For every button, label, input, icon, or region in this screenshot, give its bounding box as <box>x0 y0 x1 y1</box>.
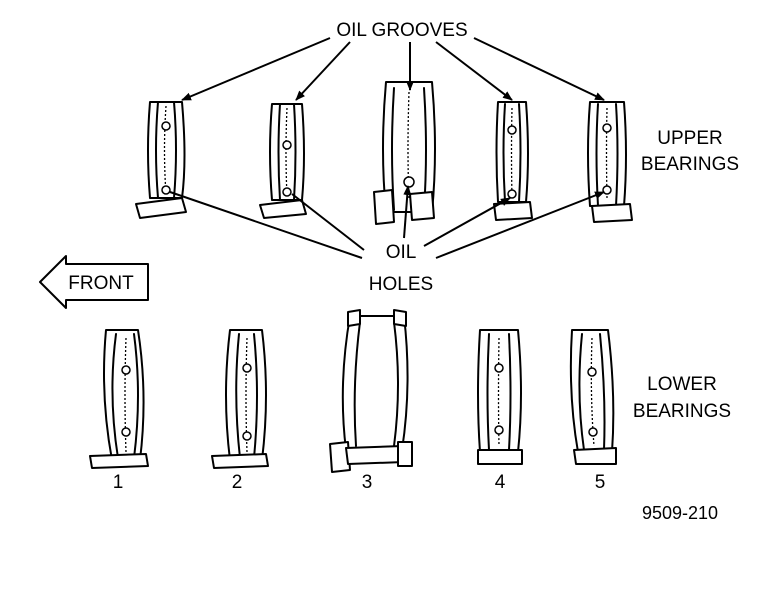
upper-label-line1: UPPER <box>657 128 722 149</box>
bearing-number-1: 1 <box>113 472 124 493</box>
upper-bearing-4 <box>493 101 533 221</box>
lower-bearing-1 <box>89 329 149 469</box>
lower-bearing-5 <box>569 329 617 465</box>
lower-bearing-4 <box>477 329 523 465</box>
holes-label: HOLES <box>369 274 433 295</box>
lower-bearing-3 <box>329 309 413 473</box>
bearing-number-5: 5 <box>595 472 606 493</box>
bearing-number-3: 3 <box>362 472 373 493</box>
upper-bearing-3 <box>373 81 436 225</box>
oil-grooves-label: OIL GROOVES <box>336 20 467 41</box>
figure-code: 9509-210 <box>642 503 718 523</box>
bearing-number-2: 2 <box>232 472 243 493</box>
upper-bearing-1 <box>135 101 187 219</box>
front-arrow <box>39 255 149 309</box>
oil-label: OIL <box>386 242 417 263</box>
bearing-number-4: 4 <box>495 472 506 493</box>
lower-bearing-2 <box>211 329 269 469</box>
oil-holes-leaders <box>169 185 605 259</box>
lower-label-line2: BEARINGS <box>633 401 731 422</box>
upper-bearing-5 <box>587 101 633 223</box>
upper-bearing-2 <box>259 103 307 219</box>
upper-label-line2: BEARINGS <box>641 154 739 175</box>
oil-grooves-leaders <box>181 37 605 101</box>
lower-label-line1: LOWER <box>647 374 717 395</box>
front-label: FRONT <box>68 273 134 294</box>
